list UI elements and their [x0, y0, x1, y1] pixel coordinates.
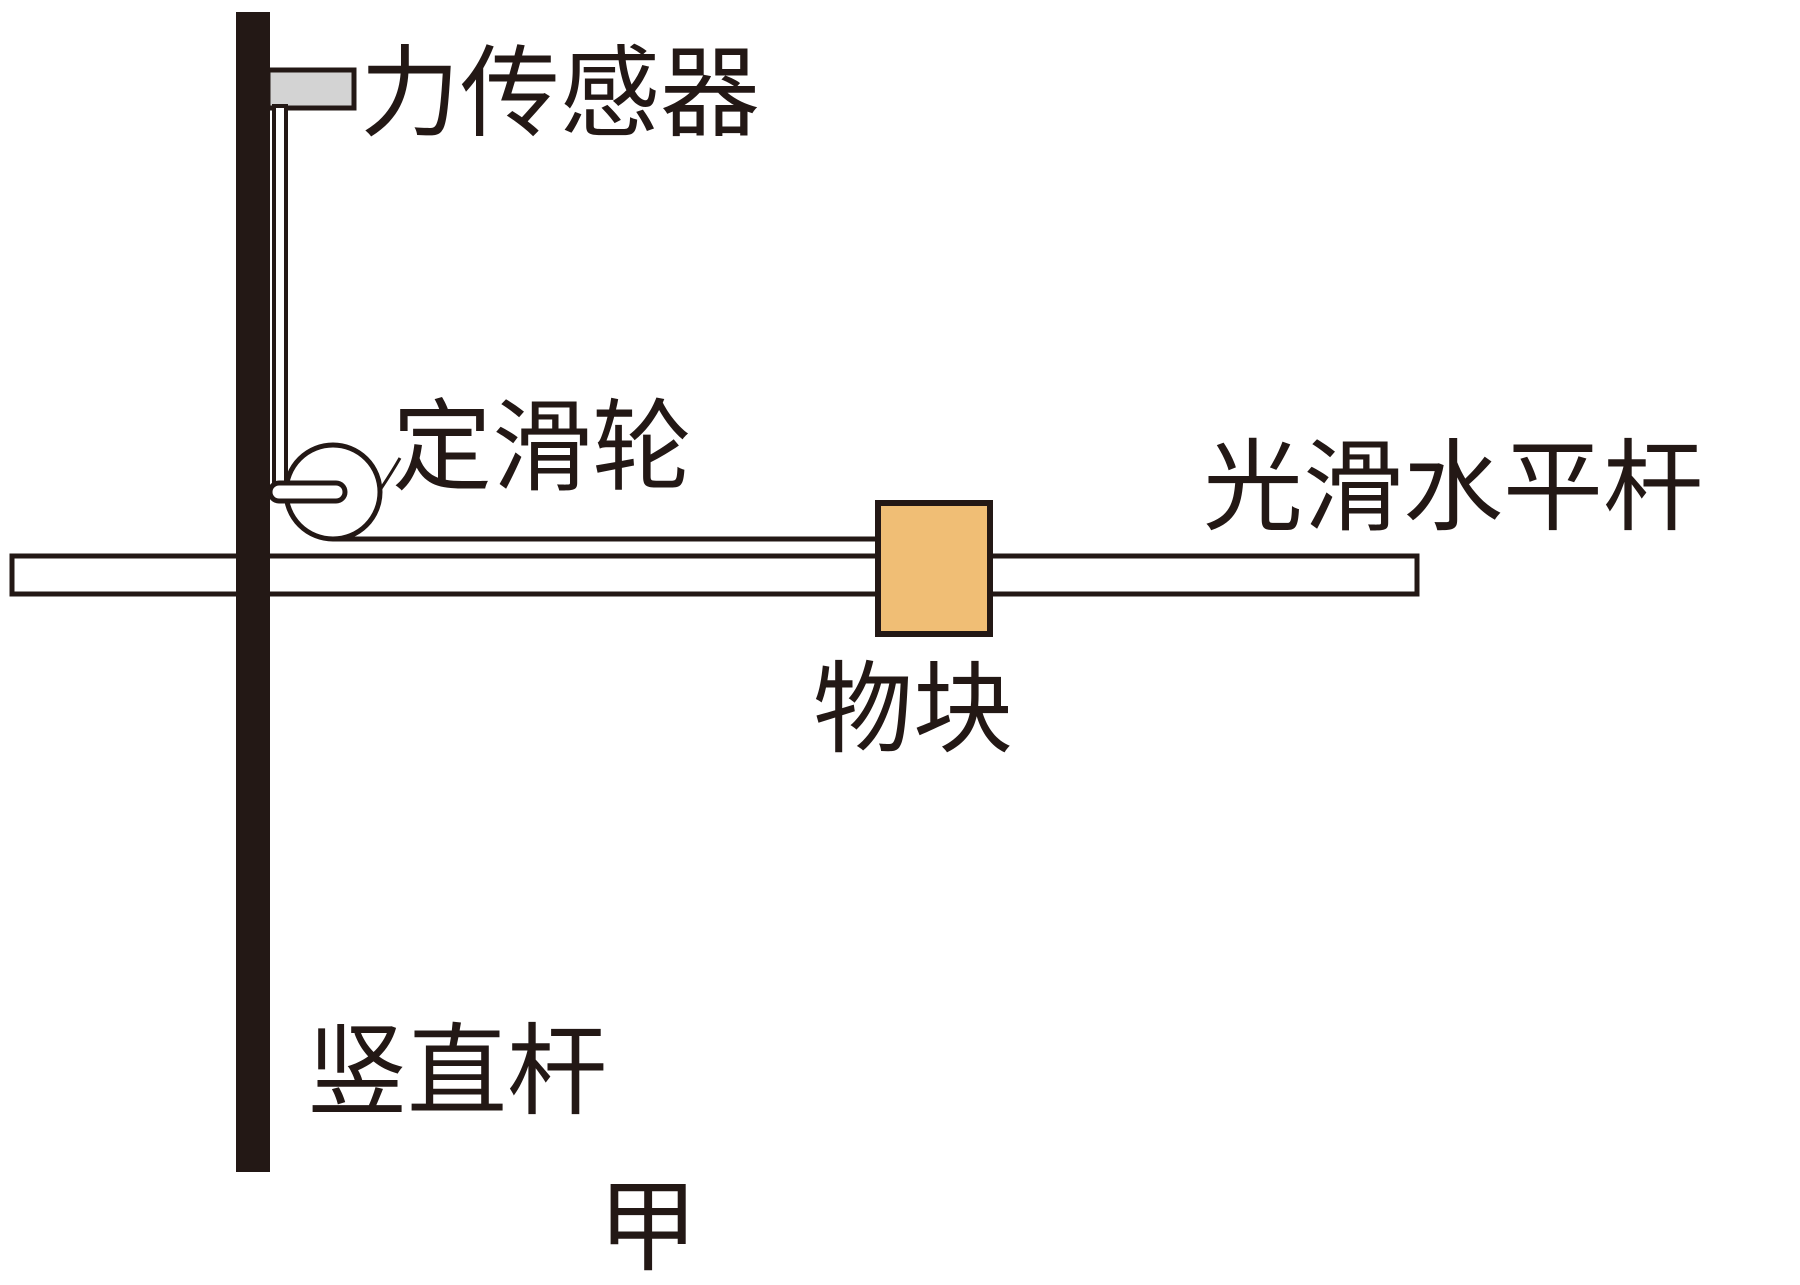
smooth-horizontal-rod: [9, 553, 1420, 597]
vertical-rod-label: 竖直杆: [307, 1013, 607, 1130]
block: [875, 500, 993, 637]
force-sensor-label: 力传感器: [360, 35, 760, 152]
vertical-rod: [236, 12, 270, 1172]
figure-tag-label: 甲: [598, 1169, 698, 1285]
block-label: 物块: [813, 651, 1013, 768]
fixed-pulley-label: 定滑轮: [392, 389, 692, 506]
smooth-horizontal-rod-label: 光滑水平杆: [1203, 429, 1703, 546]
vertical-string: [272, 104, 288, 486]
force-sensor: [265, 67, 357, 111]
pulley-axle: [267, 480, 348, 504]
pulley-leader-line: [378, 457, 402, 491]
